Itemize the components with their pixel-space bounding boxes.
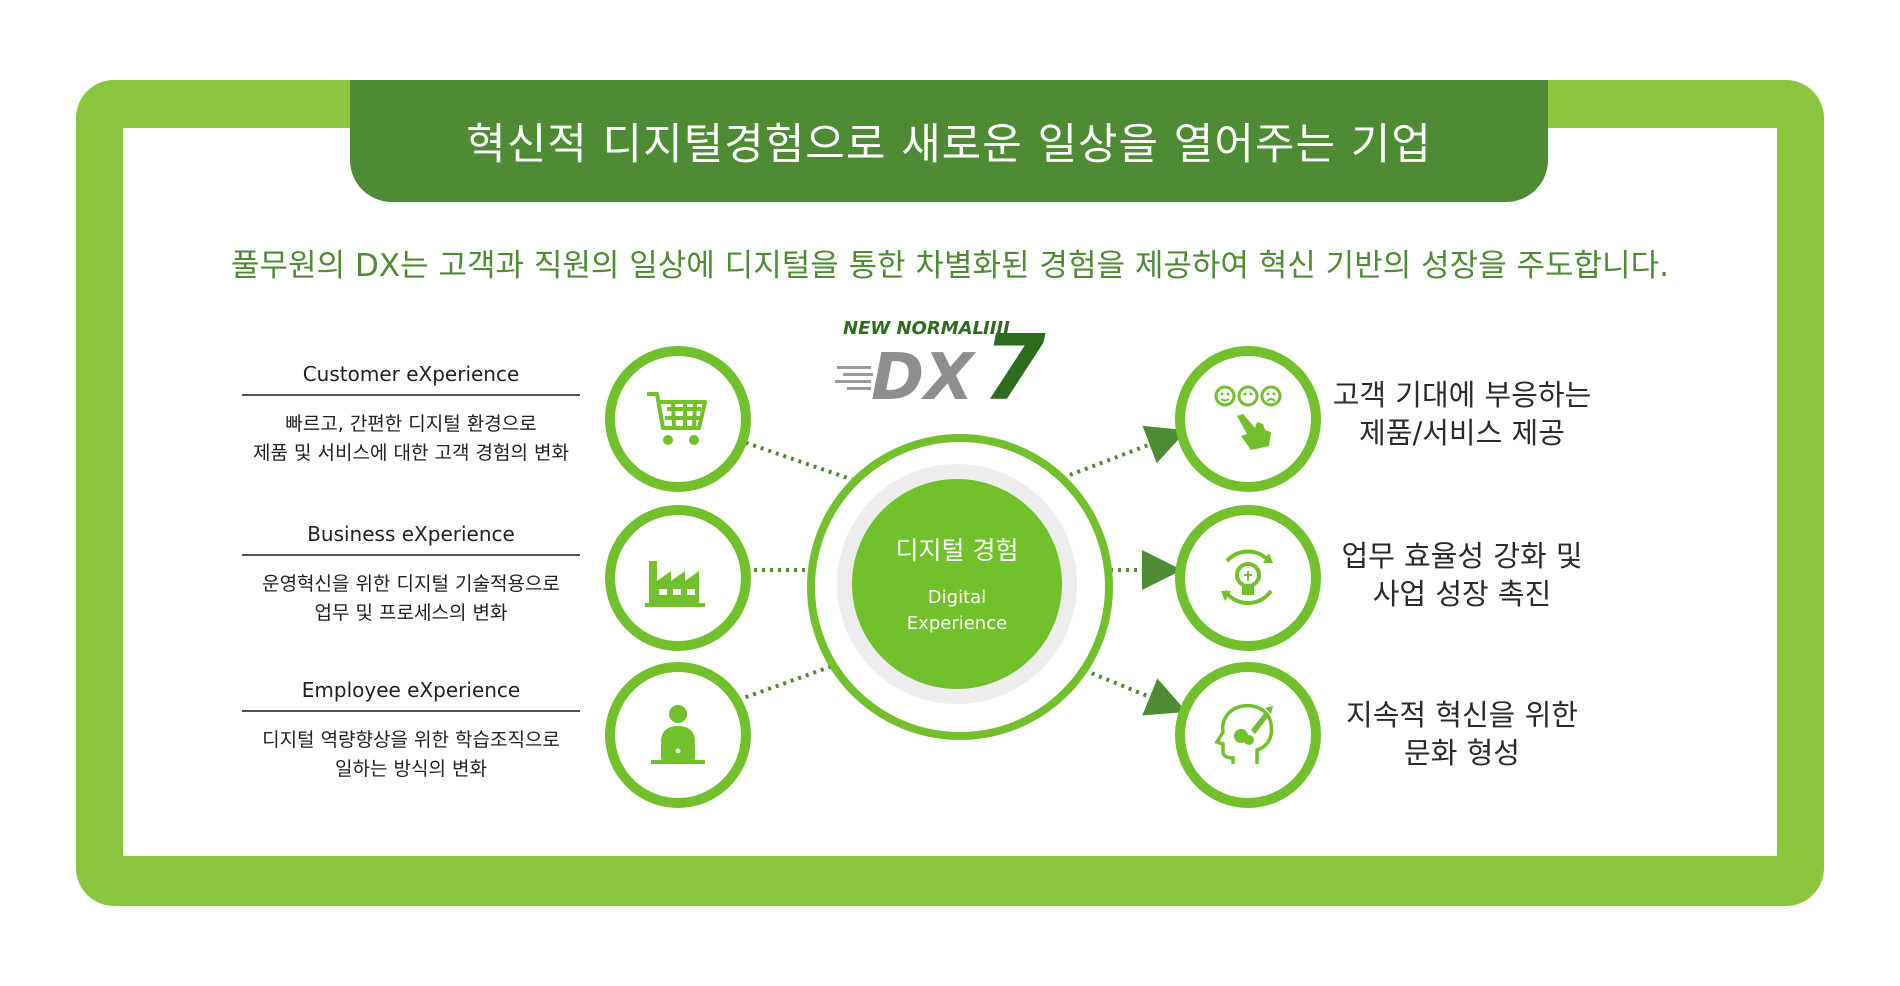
efficiency-growth-ring xyxy=(1175,505,1321,651)
employee-experience-line-1: 디지털 역량향상을 위한 학습조직으로 xyxy=(262,729,560,751)
innovation-culture-line-2: 문화 형성 xyxy=(1404,736,1520,770)
innovation-culture-ring xyxy=(1175,662,1321,808)
employee-experience-block: Employee eXperience 디지털 역량향상을 위한 학습조직으로 … xyxy=(236,678,586,784)
business-experience-heading: Business eXperience xyxy=(307,522,515,546)
page-title: 혁신적 디지털경험으로 새로운 일상을 열어주는 기업 xyxy=(350,80,1548,202)
customer-experience-line-1: 빠르고, 간편한 디지털 환경으로 xyxy=(285,413,537,435)
logo-bars: IIII xyxy=(983,318,1010,339)
customer-experience-heading: Customer eXperience xyxy=(302,362,520,386)
business-experience-block: Business eXperience 운영혁신을 위한 디지털 기술적용으로 … xyxy=(236,522,586,628)
center-label-ko: 디지털 경험 xyxy=(895,536,1019,565)
customer-satisfaction-ring xyxy=(1175,346,1321,492)
center-digital-experience: 디지털 경험 Digital Experience xyxy=(852,479,1062,689)
business-experience-line-2: 업무 및 프로세스의 변화 xyxy=(314,602,508,624)
logo-new-normal: NEW NORMAL xyxy=(843,318,984,339)
factory-icon xyxy=(645,561,705,607)
business-experience-line-1: 운영혁신을 위한 디지털 기술적용으로 xyxy=(262,573,560,595)
center-label-en-1: Digital xyxy=(927,587,987,608)
business-experience-ring xyxy=(605,505,751,651)
dx7-logo: NEW NORMAL IIII DX 7 xyxy=(835,316,1046,404)
efficiency-growth-line-1: 업무 효율성 강화 및 xyxy=(1341,539,1583,573)
logo-dx: DX xyxy=(871,341,976,404)
customer-experience-block: Customer eXperience 빠르고, 간편한 디지털 환경으로 제품… xyxy=(236,362,586,468)
efficiency-growth-line-2: 사업 성장 촉진 xyxy=(1372,577,1552,611)
employee-experience-ring xyxy=(605,662,751,808)
connector-left-top xyxy=(737,438,889,494)
efficiency-growth-text: 업무 효율성 강화 및 사업 성장 촉진 xyxy=(1312,537,1612,613)
feedback-hand-icon xyxy=(1214,385,1282,450)
laptop-user-icon xyxy=(651,705,705,764)
customer-satisfaction-line-2: 제품/서비스 제공 xyxy=(1359,416,1565,450)
customer-satisfaction-line-1: 고객 기대에 부응하는 xyxy=(1332,378,1592,412)
head-rocket-icon xyxy=(1214,703,1274,764)
customer-satisfaction-text: 고객 기대에 부응하는 제품/서비스 제공 xyxy=(1312,376,1612,452)
divider xyxy=(242,394,580,396)
innovation-culture-line-1: 지속적 혁신을 위한 xyxy=(1346,698,1578,732)
shopping-cart-icon xyxy=(647,392,707,445)
employee-experience-heading: Employee eXperience xyxy=(301,678,521,702)
center-label-en-2: Experience xyxy=(906,613,1008,634)
connector-left-bottom xyxy=(737,644,889,702)
innovation-culture-text: 지속적 혁신을 위한 문화 형성 xyxy=(1312,696,1612,772)
customer-experience-line-2: 제품 및 서비스에 대한 고객 경험의 변화 xyxy=(253,442,569,464)
logo-speed-lines xyxy=(835,366,873,390)
page-subtitle: 풀무원의 DX는 고객과 직원의 일상에 디지털을 통한 차별화된 경험을 제공… xyxy=(231,248,1669,284)
divider xyxy=(242,710,580,712)
divider xyxy=(242,554,580,556)
customer-experience-ring xyxy=(605,346,751,492)
lightbulb-cycle-icon xyxy=(1221,549,1273,605)
logo-seven: 7 xyxy=(983,316,1046,404)
employee-experience-line-2: 일하는 방식의 변화 xyxy=(335,758,487,780)
